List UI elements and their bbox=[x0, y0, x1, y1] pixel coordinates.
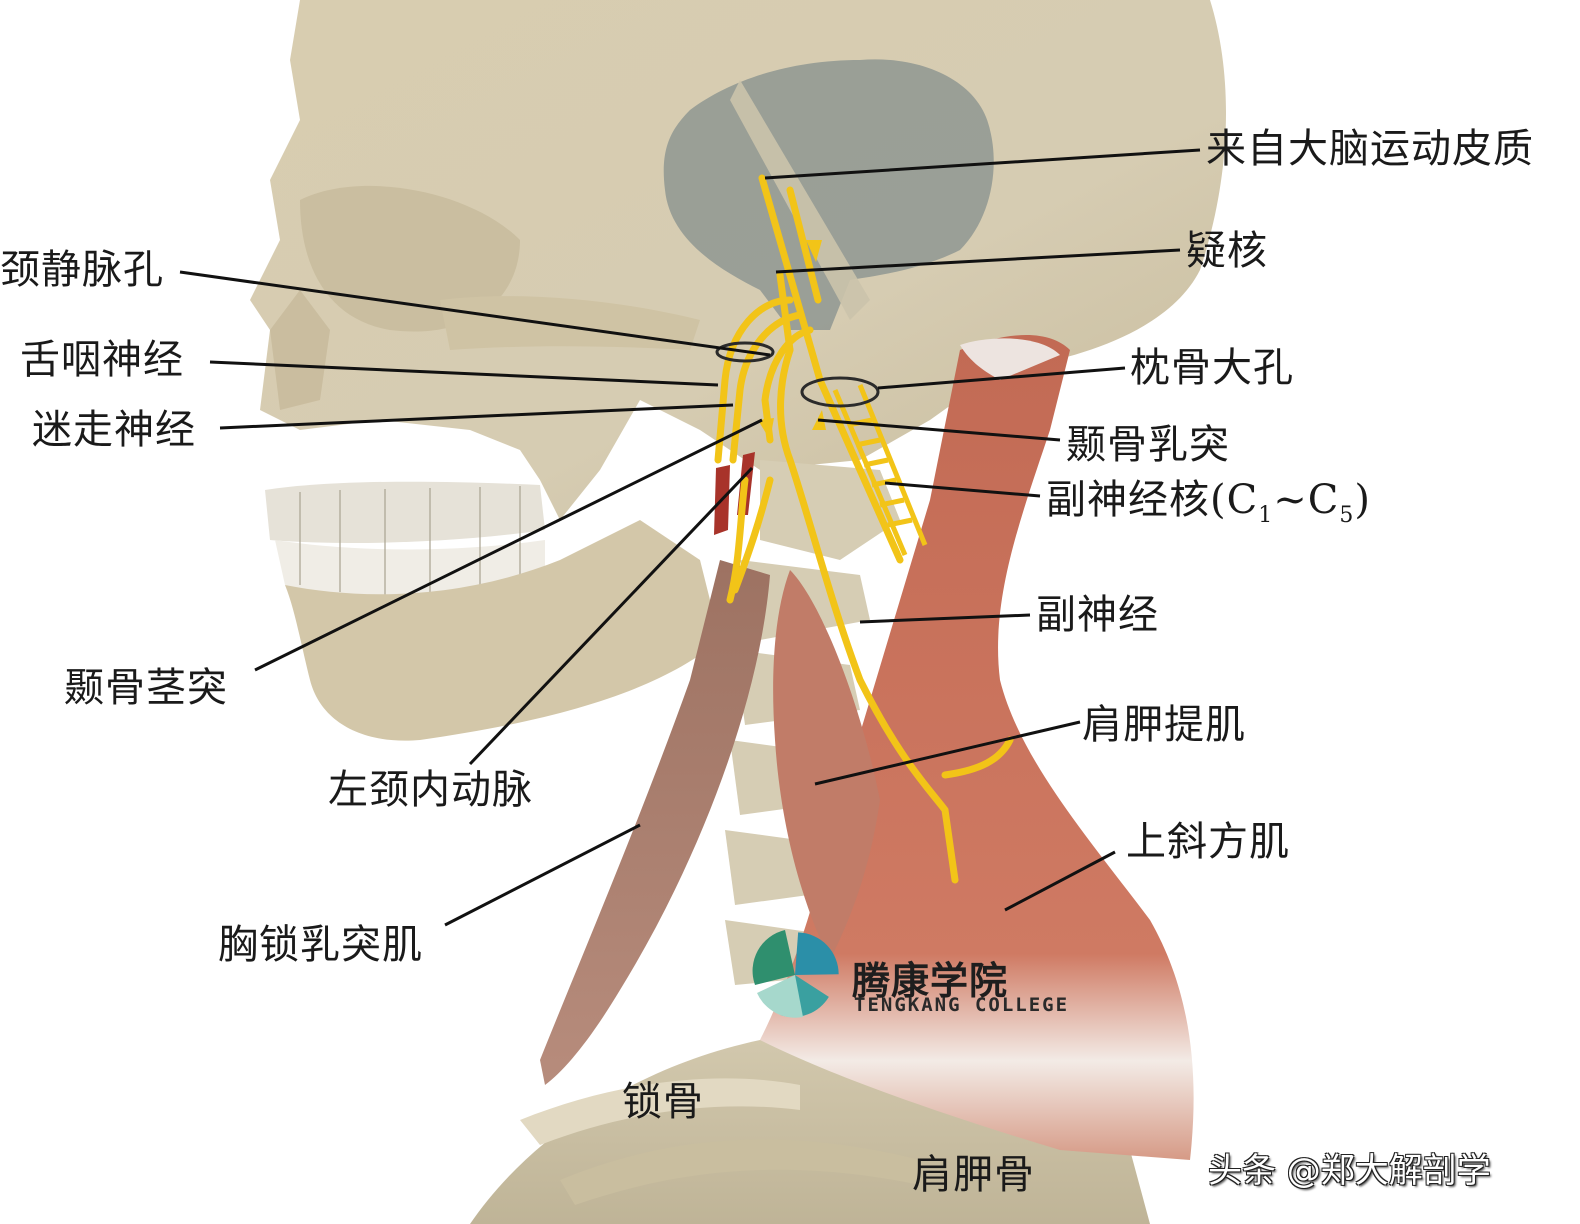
sternocleidomastoid-muscle bbox=[540, 560, 770, 1085]
label-upper-trapezius: 上斜方肌 bbox=[1126, 819, 1290, 865]
accessory-nucleus-sub1: 1 bbox=[1258, 503, 1274, 528]
pinwheel-logo-icon bbox=[752, 930, 839, 1018]
mandible bbox=[285, 520, 720, 741]
label-motor-cortex: 来自大脑运动皮质 bbox=[1206, 126, 1534, 172]
foramen-magnum-outline bbox=[800, 376, 880, 408]
accessory-nucleus-suffix: ) bbox=[1354, 477, 1371, 523]
nerve-arrows bbox=[758, 240, 826, 440]
label-foramen-magnum: 枕骨大孔 bbox=[1130, 345, 1294, 391]
label-styloid-process: 颞骨茎突 bbox=[64, 665, 228, 711]
label-mastoid-process: 颞骨乳突 bbox=[1066, 422, 1230, 468]
leader-lines bbox=[179, 148, 1201, 927]
accessory-nucleus-mid: ~C bbox=[1273, 477, 1340, 523]
label-levator-scapulae: 肩胛提肌 bbox=[1082, 702, 1246, 748]
label-vagus-nerve: 迷走神经 bbox=[32, 407, 196, 453]
label-scapula: 肩胛骨 bbox=[912, 1152, 1035, 1198]
brain-shadow bbox=[663, 59, 994, 331]
label-accessory-nucleus: 副神经核(C1~C5) bbox=[1046, 480, 1371, 527]
label-jugular-foramen: 颈静脉孔 bbox=[0, 247, 164, 293]
watermark: 头条 @郑大解剖学 bbox=[1208, 1151, 1491, 1191]
label-left-internal-carotid: 左颈内动脉 bbox=[328, 767, 533, 813]
label-nucleus-ambiguus: 疑核 bbox=[1186, 228, 1268, 274]
internal-carotid-artery bbox=[714, 452, 755, 535]
teeth bbox=[265, 481, 545, 596]
label-clavicle: 锁骨 bbox=[622, 1079, 704, 1125]
label-sternocleidomastoid: 胸锁乳突肌 bbox=[218, 922, 423, 968]
logo-name-cn: 腾康学院 bbox=[852, 959, 1009, 1003]
accessory-nucleus-sub2: 5 bbox=[1339, 503, 1355, 528]
label-glossopharyngeal-nerve: 舌咽神经 bbox=[20, 337, 184, 383]
label-accessory-nerve: 副神经 bbox=[1036, 592, 1159, 638]
jugular-foramen-outline bbox=[715, 341, 775, 363]
accessory-nucleus-prefix: 副神经核(C bbox=[1046, 477, 1259, 523]
logo-name-en: TENGKANG COLLEGE bbox=[854, 994, 1070, 1016]
foramen-outlines bbox=[715, 341, 880, 408]
